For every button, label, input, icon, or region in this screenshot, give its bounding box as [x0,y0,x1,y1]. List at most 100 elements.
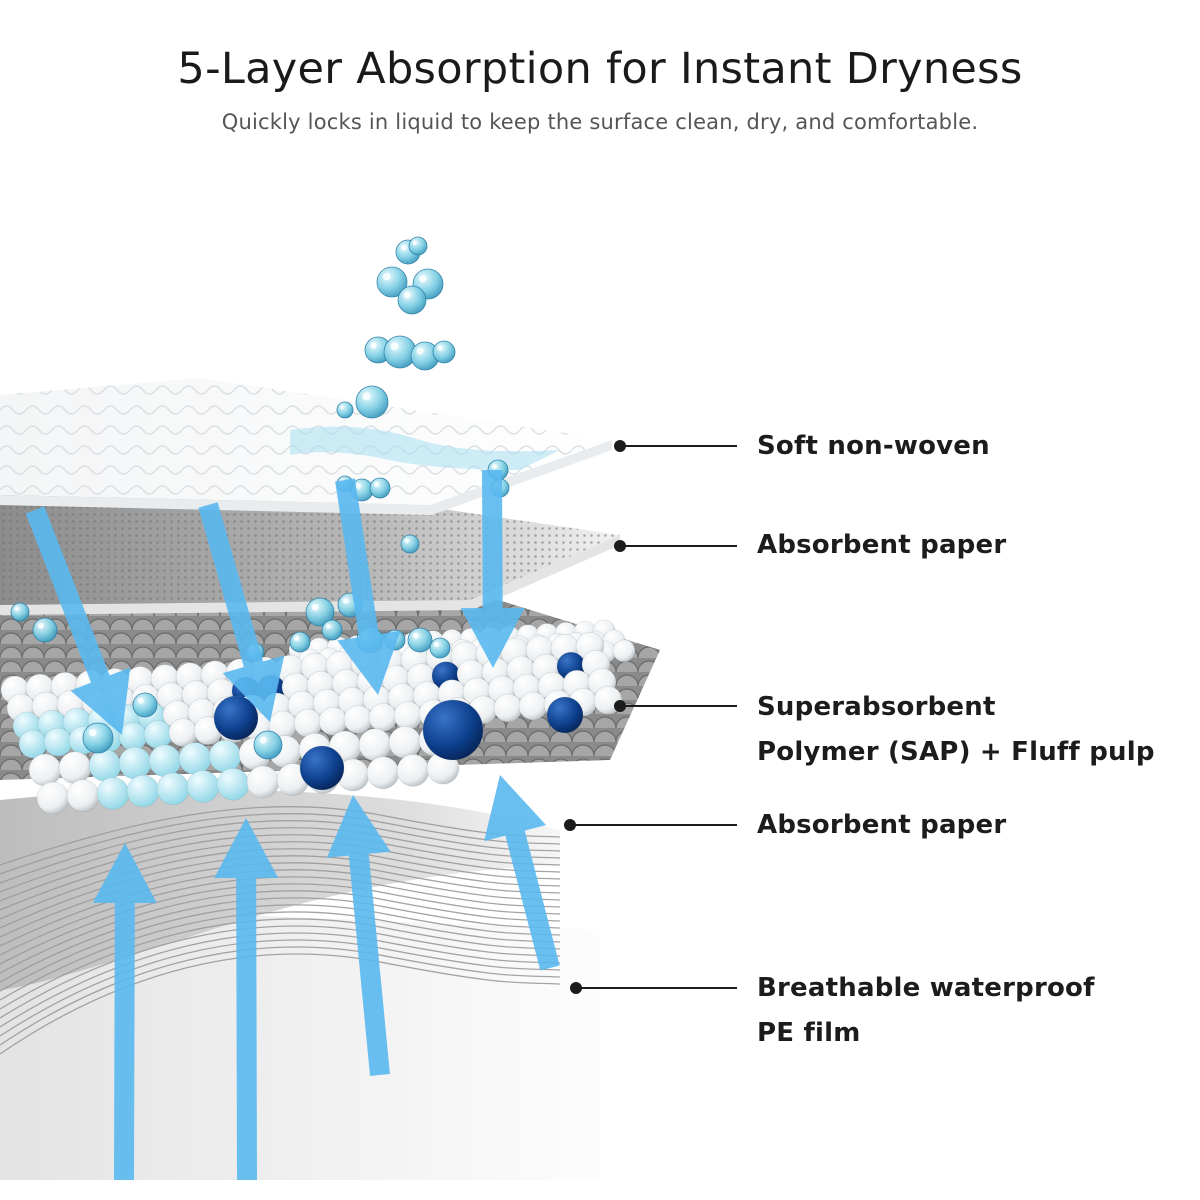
wave-line [0,904,561,992]
droplet [397,285,427,315]
fluff-pulp-ball [388,726,422,759]
wave-line [0,869,561,947]
droplet-highlight [259,736,267,744]
leader-line-3 [620,705,737,707]
droplet [355,385,389,419]
wave-line [0,953,561,1055]
wave-line [0,897,561,983]
label-line: Superabsorbent [757,692,996,722]
fluff-pulp-ball [126,774,160,808]
droplet-highlight [89,729,97,737]
droplet-highlight [294,636,299,641]
fluff-pulp-ball [143,720,173,749]
droplet [429,637,451,659]
page-title: 5-Layer Absorption for Instant Dryness [177,44,1023,94]
fluff-pulp-ball [208,739,242,773]
wave-line [0,939,561,1037]
wave-line [0,925,561,1019]
fluff-pulp-ball [518,691,548,721]
fluff-pulp-ball [612,639,636,663]
droplet [321,619,343,641]
droplet-highlight [355,483,361,489]
leader-line-2 [620,545,737,547]
wave-line [0,890,561,974]
wave-line [0,876,561,956]
droplet [408,236,428,256]
fluff-pulp-ball [118,722,148,751]
droplet-highlight [374,482,379,487]
droplet [289,631,311,653]
droplet [400,534,420,554]
droplet [32,617,58,643]
pe-film-layer [0,915,600,1180]
fluff-pulp-ball [393,701,423,730]
fluff-pulp-ball [18,729,48,759]
fluff-pulp-ball [118,746,152,780]
label-absorbent-paper-upper: Absorbent paper [757,523,1006,568]
fluff-pulp-ball [43,727,73,757]
droplet-highlight [326,624,331,629]
droplet [253,730,283,760]
down-arrow [198,502,285,722]
droplet-highlight [434,642,439,647]
droplet-highlight [370,342,377,349]
droplet-highlight [400,244,407,251]
down-arrow [25,506,131,735]
droplet-highlight [37,622,44,629]
droplet-highlight [419,275,427,283]
droplet-highlight [404,538,410,544]
label-line: Absorbent paper [757,530,1007,560]
wave-line [0,883,561,965]
label-absorbent-paper-lower: Absorbent paper [757,803,1006,848]
up-arrow [214,818,279,1181]
droplet-highlight [14,606,20,612]
down-arrow [460,469,525,668]
fluff-pulp-ball [36,781,70,815]
fluff-pulp-ball [58,751,92,785]
droplet-highlight [492,464,497,469]
droplet-highlight [342,597,349,604]
fluff-pulp-ball [66,779,100,813]
fluff-pulp-ball [28,753,62,787]
droplet-highlight [412,632,419,639]
leader-line-1 [620,445,737,447]
leader-line-5 [576,987,737,989]
fluff-pulp-ball [148,744,182,778]
label-line: PE film [757,1018,861,1048]
fluff-pulp-ball [493,693,523,723]
droplet-highlight [412,240,418,246]
sap-polymer-ball [299,745,345,791]
droplet [432,340,456,364]
droplet-highlight [362,392,371,401]
label-soft-non-woven: Soft non-woven [757,424,990,469]
droplet [10,602,30,622]
down-arrow [335,478,401,695]
fluff-pulp-ball [186,770,220,803]
fluff-pulp-ball [88,749,122,782]
droplet-highlight [383,273,391,281]
wave-line [0,918,561,1010]
label-line: Soft non-woven [757,431,990,461]
page-subtitle: Quickly locks in liquid to keep the surf… [221,110,979,134]
label-breathable-pe-film: Breathable waterproof PE film [757,966,1095,1056]
droplet [336,401,354,419]
fluff-pulp-ball [96,777,130,810]
fluff-pulp-ball [368,703,398,732]
wave-line [0,946,561,1046]
flow-arrows [25,469,560,1181]
droplet-highlight [311,603,319,611]
wave-line [0,932,561,1028]
droplet [407,627,433,653]
droplet-highlight [437,345,443,351]
leader-line-4 [570,824,737,826]
label-line: Polymer (SAP) + Fluff pulp [757,737,1155,767]
fluff-pulp-ball [246,765,280,799]
droplet [369,477,391,499]
droplet-highlight [137,697,144,704]
fluff-pulp-ball [216,767,250,801]
fluff-pulp-ball [293,708,323,738]
label-line: Absorbent paper [757,810,1007,840]
fluff-pulp-ball [358,728,392,762]
sap-polymer-ball [422,699,484,761]
fluff-pulp-ball [156,772,190,806]
